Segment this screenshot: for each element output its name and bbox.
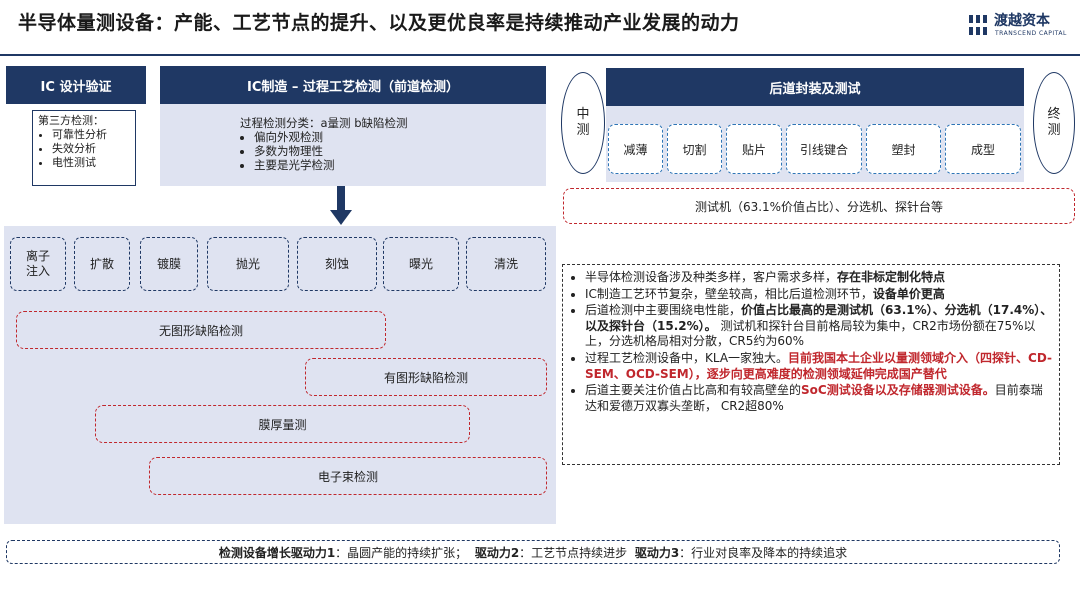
key-point-text: 设备单价更高	[872, 286, 945, 301]
key-point-text: 后道主要关注价值占比高和有较高壁垒的	[585, 383, 802, 398]
key-point-text: 目前泰瑞达和爱德万双寡头垄断， CR2超80%	[585, 383, 1043, 413]
step-forming: 成型	[945, 124, 1021, 174]
key-point-item: IC制造工艺环节复杂，壁垒较高，相比后道检测环节，设备单价更高	[585, 287, 1053, 303]
list-item: 多数为物理性	[254, 144, 546, 158]
key-point-item: 半导体检测设备涉及种类多样，客户需求多样，存在非标定制化特点	[585, 270, 1053, 286]
process-polish: 抛光	[207, 237, 289, 291]
list-item: 电性测试	[52, 156, 130, 170]
mid-test-label: 中测	[576, 107, 590, 138]
ic-design-intro: 第三方检测：	[38, 114, 104, 127]
footer-text: ：工艺节点持续进步	[519, 545, 635, 560]
inspection-ebeam: 电子束检测	[149, 457, 547, 495]
step-die-attach: 贴片	[726, 124, 782, 174]
final-test-oval: 终测	[1033, 72, 1075, 174]
footer-text: ：行业对良率及降本的持续追求	[679, 545, 848, 560]
step-thinning: 减薄	[608, 124, 663, 174]
company-logo: 渡越资本 TRANSCEND CAPITAL	[968, 10, 1068, 42]
key-point-item: 过程工艺检测设备中，KLA一家独大。目前我国本土企业以量测领域介入（四探针、CD…	[585, 351, 1053, 382]
list-item: 失效分析	[52, 142, 130, 156]
key-point-text: IC制造工艺环节复杂，壁垒较高，相比后道检测环节，	[585, 286, 873, 301]
key-point-item: 后道检测中主要围绕电性能，价值占比最高的是测试机（63.1%）、分选机（17.4…	[585, 303, 1053, 350]
process-diffusion: 扩散	[74, 237, 130, 291]
key-point-text: 目前我国本土企业以量测领域介入（四探针、CD-SEM、OCD-SEM），逐步向更…	[585, 350, 1053, 381]
front-intro: 过程检测分类：a量测 b缺陷检测	[240, 116, 408, 130]
header-divider	[0, 54, 1080, 56]
key-points-box: 半导体检测设备涉及种类多样，客户需求多样，存在非标定制化特点IC制造工艺环节复杂…	[562, 264, 1060, 465]
logo-text: 渡越资本	[994, 13, 1050, 29]
final-test-label: 终测	[1047, 107, 1061, 138]
process-ion-implant: 离子注入	[10, 237, 66, 291]
logo-subtext: TRANSCEND CAPITAL	[995, 30, 1067, 37]
front-inspection-box: 过程检测分类：a量测 b缺陷检测 偏向外观检测 多数为物理性 主要是光学检测	[160, 104, 546, 186]
key-point-item: 后道主要关注价值占比高和有较高壁垒的SoC测试设备以及存储器测试设备。目前泰瑞达…	[585, 383, 1053, 414]
step-wire-bond: 引线键合	[786, 124, 862, 174]
back-equipment-box: 测试机（63.1%价值占比）、分选机、探针台等	[563, 188, 1075, 224]
logo-mark-icon	[968, 15, 990, 35]
back-packaging-header: 后道封装及测试	[606, 68, 1024, 106]
inspection-film-thickness: 膜厚量测	[95, 405, 470, 443]
footer-text: 驱动力3	[634, 545, 680, 560]
down-arrow-icon	[330, 186, 352, 225]
ic-design-box: 第三方检测： 可靠性分析 失效分析 电性测试	[32, 110, 136, 186]
inspection-patterned-defect: 有图形缺陷检测	[305, 358, 547, 396]
mid-test-oval: 中测	[561, 72, 605, 174]
process-clean: 清洗	[466, 237, 546, 291]
process-label: 离子注入	[25, 249, 50, 278]
process-exposure: 曝光	[383, 237, 459, 291]
front-list: 偏向外观检测 多数为物理性 主要是光学检测	[240, 130, 546, 172]
key-point-text: 价值占比最高的是测试机（63.1%）、分选机（17.4%）、以及探针台（15.2…	[585, 303, 1053, 333]
key-point-text: SoC测试设备以及存储器测试设备。	[801, 383, 995, 398]
step-dicing: 切割	[667, 124, 722, 174]
key-point-text: 测试机和探针台目前格局较为集中，CR2市场份额在75%以上，分选机格局相对分散，…	[585, 318, 1036, 349]
front-inspection-header: IC制造 – 过程工艺检测（前道检测）	[160, 66, 546, 104]
footer-text: 检测设备增长驱动力1	[218, 545, 336, 560]
ic-design-list: 可靠性分析 失效分析 电性测试	[38, 128, 130, 170]
list-item: 主要是光学检测	[254, 158, 546, 172]
process-deposition: 镀膜	[140, 237, 198, 291]
footer-text: ：晶圆产能的持续扩张；	[335, 545, 475, 560]
growth-drivers-footer: 检测设备增长驱动力1：晶圆产能的持续扩张； 驱动力2：工艺节点持续进步 驱动力3…	[6, 540, 1060, 564]
key-points-list: 半导体检测设备涉及种类多样，客户需求多样，存在非标定制化特点IC制造工艺环节复杂…	[569, 270, 1053, 414]
list-item: 可靠性分析	[52, 128, 130, 142]
page-title: 半导体量测设备：产能、工艺节点的提升、以及更优良率是持续推动产业发展的动力	[18, 12, 740, 34]
list-item: 偏向外观检测	[254, 130, 546, 144]
ic-design-header: IC 设计验证	[6, 66, 146, 104]
key-point-text: 过程工艺检测设备中，KLA一家独大。	[585, 350, 789, 365]
inspection-unpatterned-defect: 无图形缺陷检测	[16, 311, 386, 349]
key-point-text: 后道检测中主要围绕电性能，	[585, 303, 742, 318]
key-point-text: 存在非标定制化特点	[837, 270, 946, 284]
footer-text: 驱动力2	[474, 545, 520, 560]
key-point-text: 半导体检测设备涉及种类多样，客户需求多样，	[585, 270, 838, 284]
process-etch: 刻蚀	[297, 237, 377, 291]
step-molding: 塑封	[866, 124, 941, 174]
